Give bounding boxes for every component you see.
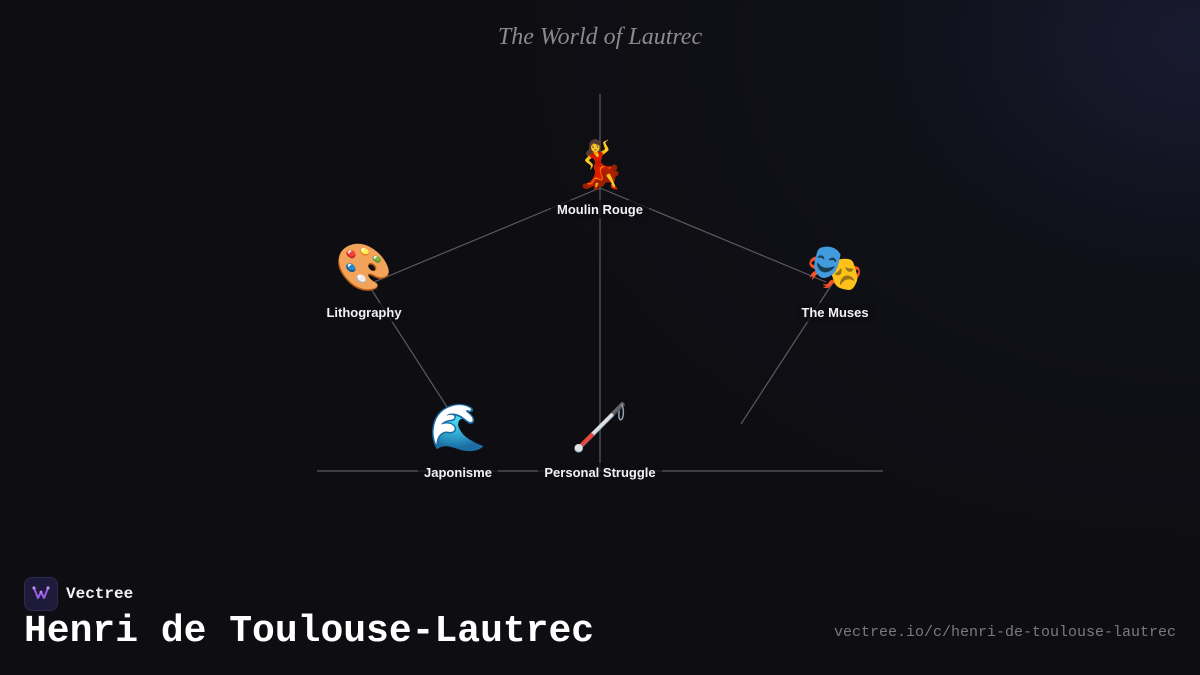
node-personal-struggle[interactable]: 🦯 Personal Struggle	[520, 399, 680, 482]
node-label: The Muses	[795, 303, 875, 322]
page-url[interactable]: vectree.io/c/henri-de-toulouse-lautrec	[833, 624, 1176, 641]
edge-lithography-japonisme	[363, 277, 459, 425]
node-japonisme[interactable]: 🌊 Japonisme	[378, 399, 538, 482]
brand-name: Vectree	[66, 585, 134, 603]
palette-icon: 🎨	[335, 241, 393, 293]
node-label: Japonisme	[418, 463, 498, 482]
node-lithography[interactable]: 🎨 Lithography	[284, 239, 444, 322]
edge-the-muses-personal-struggle	[740, 277, 837, 425]
wave-icon: 🌊	[429, 401, 487, 453]
cane-icon: 🦯	[571, 401, 629, 453]
page-title: Henri de Toulouse-Lautrec	[24, 610, 595, 653]
node-label: Moulin Rouge	[551, 200, 649, 219]
dancer-icon: 💃	[571, 138, 629, 190]
node-the-muses[interactable]: 🎭 The Muses	[755, 239, 915, 322]
brand[interactable]: Vectree	[24, 577, 133, 611]
map-title: The World of Lautrec	[497, 24, 703, 50]
node-label: Lithography	[320, 303, 408, 322]
theater-masks-icon: 🎭	[806, 241, 864, 293]
vectree-logo-icon	[24, 577, 58, 611]
node-moulin-rouge[interactable]: 💃 Moulin Rouge	[520, 136, 680, 219]
node-label: Personal Struggle	[538, 463, 662, 482]
